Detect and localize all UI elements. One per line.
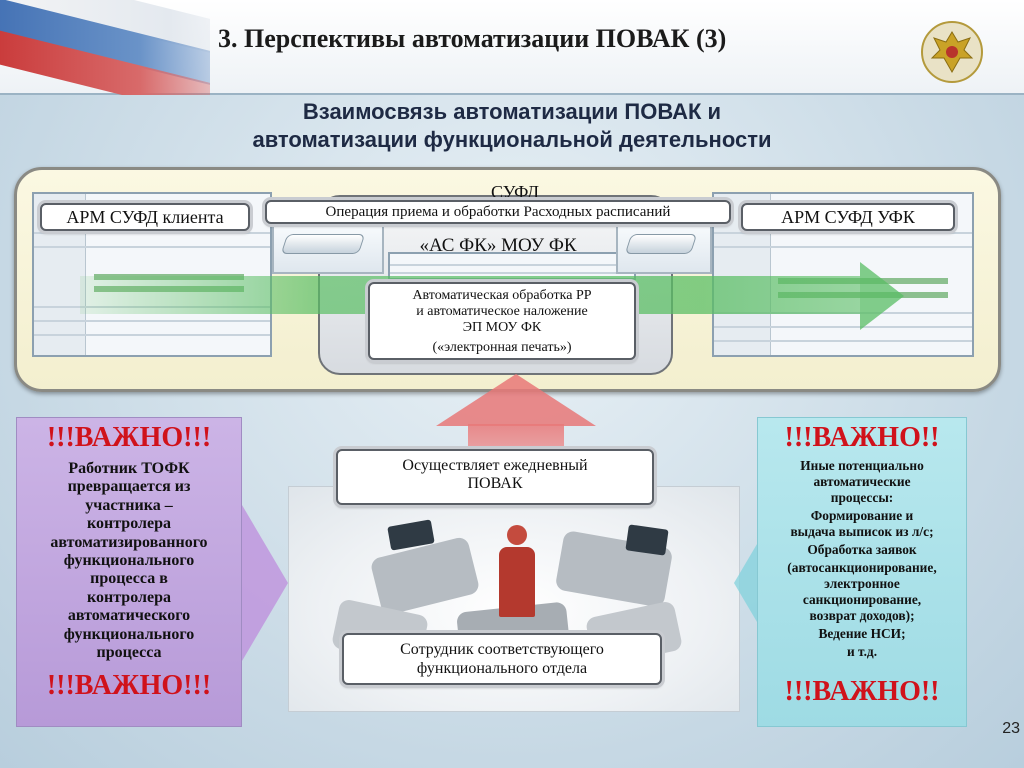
- slide-title: 3. Перспективы автоматизации ПОВАК (3): [218, 24, 727, 53]
- important-heading: !!!ВАЖНО!!!: [46, 422, 212, 453]
- scanner-right-icon: [616, 222, 712, 274]
- purple-right-arrow-icon: [242, 505, 288, 661]
- auto-processing-box: Автоматическая обработка РР и автоматиче…: [368, 282, 636, 360]
- arm-ufk-label: АРМ СУФД УФК: [741, 203, 955, 231]
- sufd-label: СУФД: [490, 182, 540, 202]
- green-flow-arrow-head-icon: [860, 262, 904, 330]
- red-up-arrow-head-icon: [436, 374, 596, 426]
- important-box-left: !!!ВАЖНО!!! Работник ТОФК превращается и…: [16, 417, 242, 727]
- important-heading: !!!ВАЖНО!!: [784, 422, 940, 453]
- scanner-left-icon: [272, 222, 384, 274]
- important-box-right: !!!ВАЖНО!! Иные потенциально автоматичес…: [757, 417, 967, 727]
- slide-header: 3. Перспективы автоматизации ПОВАК (3): [0, 0, 1024, 95]
- important-footer: !!!ВАЖНО!!: [784, 676, 940, 707]
- page-number: 23: [1002, 720, 1020, 737]
- daily-povak-box: Осуществляет ежедневный ПОВАК: [336, 449, 654, 505]
- important-body-right: Иные потенциально автоматические процесс…: [787, 458, 937, 659]
- staff-box: Сотрудник соответствующего функционально…: [342, 633, 662, 685]
- person-icon: [507, 525, 527, 545]
- as-fk-screen-thumbnail: [388, 252, 636, 280]
- important-body-left: Работник ТОФК превращается из участника …: [50, 460, 208, 662]
- tablet-icon: [625, 524, 669, 556]
- slide-subtitle: Взаимосвязь автоматизации ПОВАК и автома…: [252, 99, 772, 152]
- double-headed-eagle-emblem-icon: [921, 21, 983, 83]
- russian-flag-decoration: [0, 0, 210, 95]
- arm-client-label: АРМ СУФД клиента: [40, 203, 250, 231]
- operation-label: Операция приема и обработки Расходных ра…: [265, 200, 731, 224]
- important-footer: !!!ВАЖНО!!!: [46, 670, 212, 701]
- as-fk-label: «АС ФК» МОУ ФК: [419, 235, 577, 256]
